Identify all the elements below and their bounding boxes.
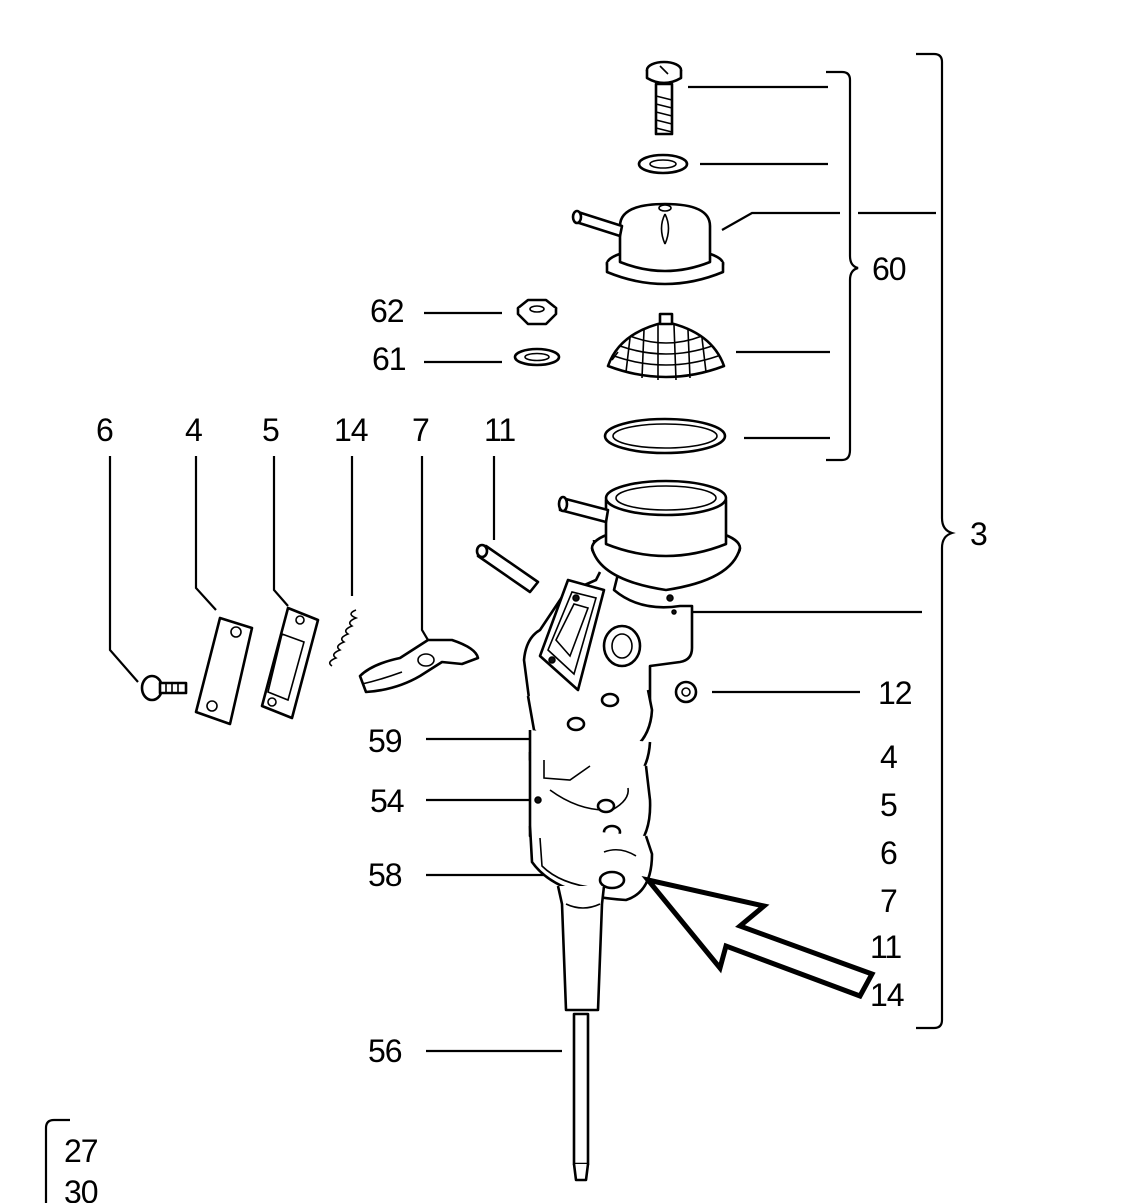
gasket-58-part — [528, 825, 654, 902]
cover-4-part — [194, 616, 254, 726]
note-item: 30 — [64, 1174, 98, 1203]
label-58: 58 — [368, 857, 402, 893]
label-7: 7 — [412, 412, 429, 448]
rocker-arm-7-part — [358, 638, 480, 694]
bracket-3 — [916, 52, 956, 1030]
kit-list-item: 6 — [880, 835, 897, 871]
pump-body-part — [522, 479, 742, 762]
arrow-indicator — [641, 875, 876, 1000]
pin-11-part — [475, 543, 540, 594]
label-6: 6 — [96, 412, 113, 448]
nut-part — [516, 298, 558, 326]
leader-lines — [108, 85, 936, 1053]
kit-list-item: 14 — [870, 977, 904, 1013]
label-11: 11 — [484, 412, 515, 448]
label-62: 62 — [370, 293, 404, 329]
bolt-6-part — [140, 674, 188, 702]
gasket-5-part — [260, 606, 320, 720]
ring-part — [513, 347, 561, 367]
spring-14-part — [328, 609, 359, 667]
kit-list-item: 7 — [880, 883, 897, 919]
label-5: 5 — [262, 412, 279, 448]
kit-list-item: 11 — [870, 929, 901, 965]
label-14: 14 — [334, 412, 368, 448]
label-3: 3 — [970, 516, 987, 552]
strainer-part — [606, 312, 726, 381]
o-ring-part — [603, 417, 727, 455]
label-12: 12 — [878, 675, 912, 711]
screw-part — [645, 60, 683, 136]
label-4: 4 — [185, 412, 202, 448]
label-56: 56 — [368, 1033, 402, 1069]
label-61: 61 — [372, 341, 406, 377]
note-item: 27 — [64, 1133, 98, 1169]
circlip-part — [674, 680, 698, 704]
cap-part — [571, 202, 725, 286]
kit-list-item: 5 — [880, 787, 897, 823]
washer-part — [637, 153, 689, 175]
shaft-56-part — [556, 885, 606, 1182]
label-54: 54 — [370, 783, 404, 819]
kit-list-item: 4 — [880, 739, 897, 775]
label-60: 60 — [872, 251, 906, 287]
bracket-note — [44, 1118, 70, 1203]
label-59: 59 — [368, 723, 402, 759]
bracket-60 — [826, 70, 859, 462]
